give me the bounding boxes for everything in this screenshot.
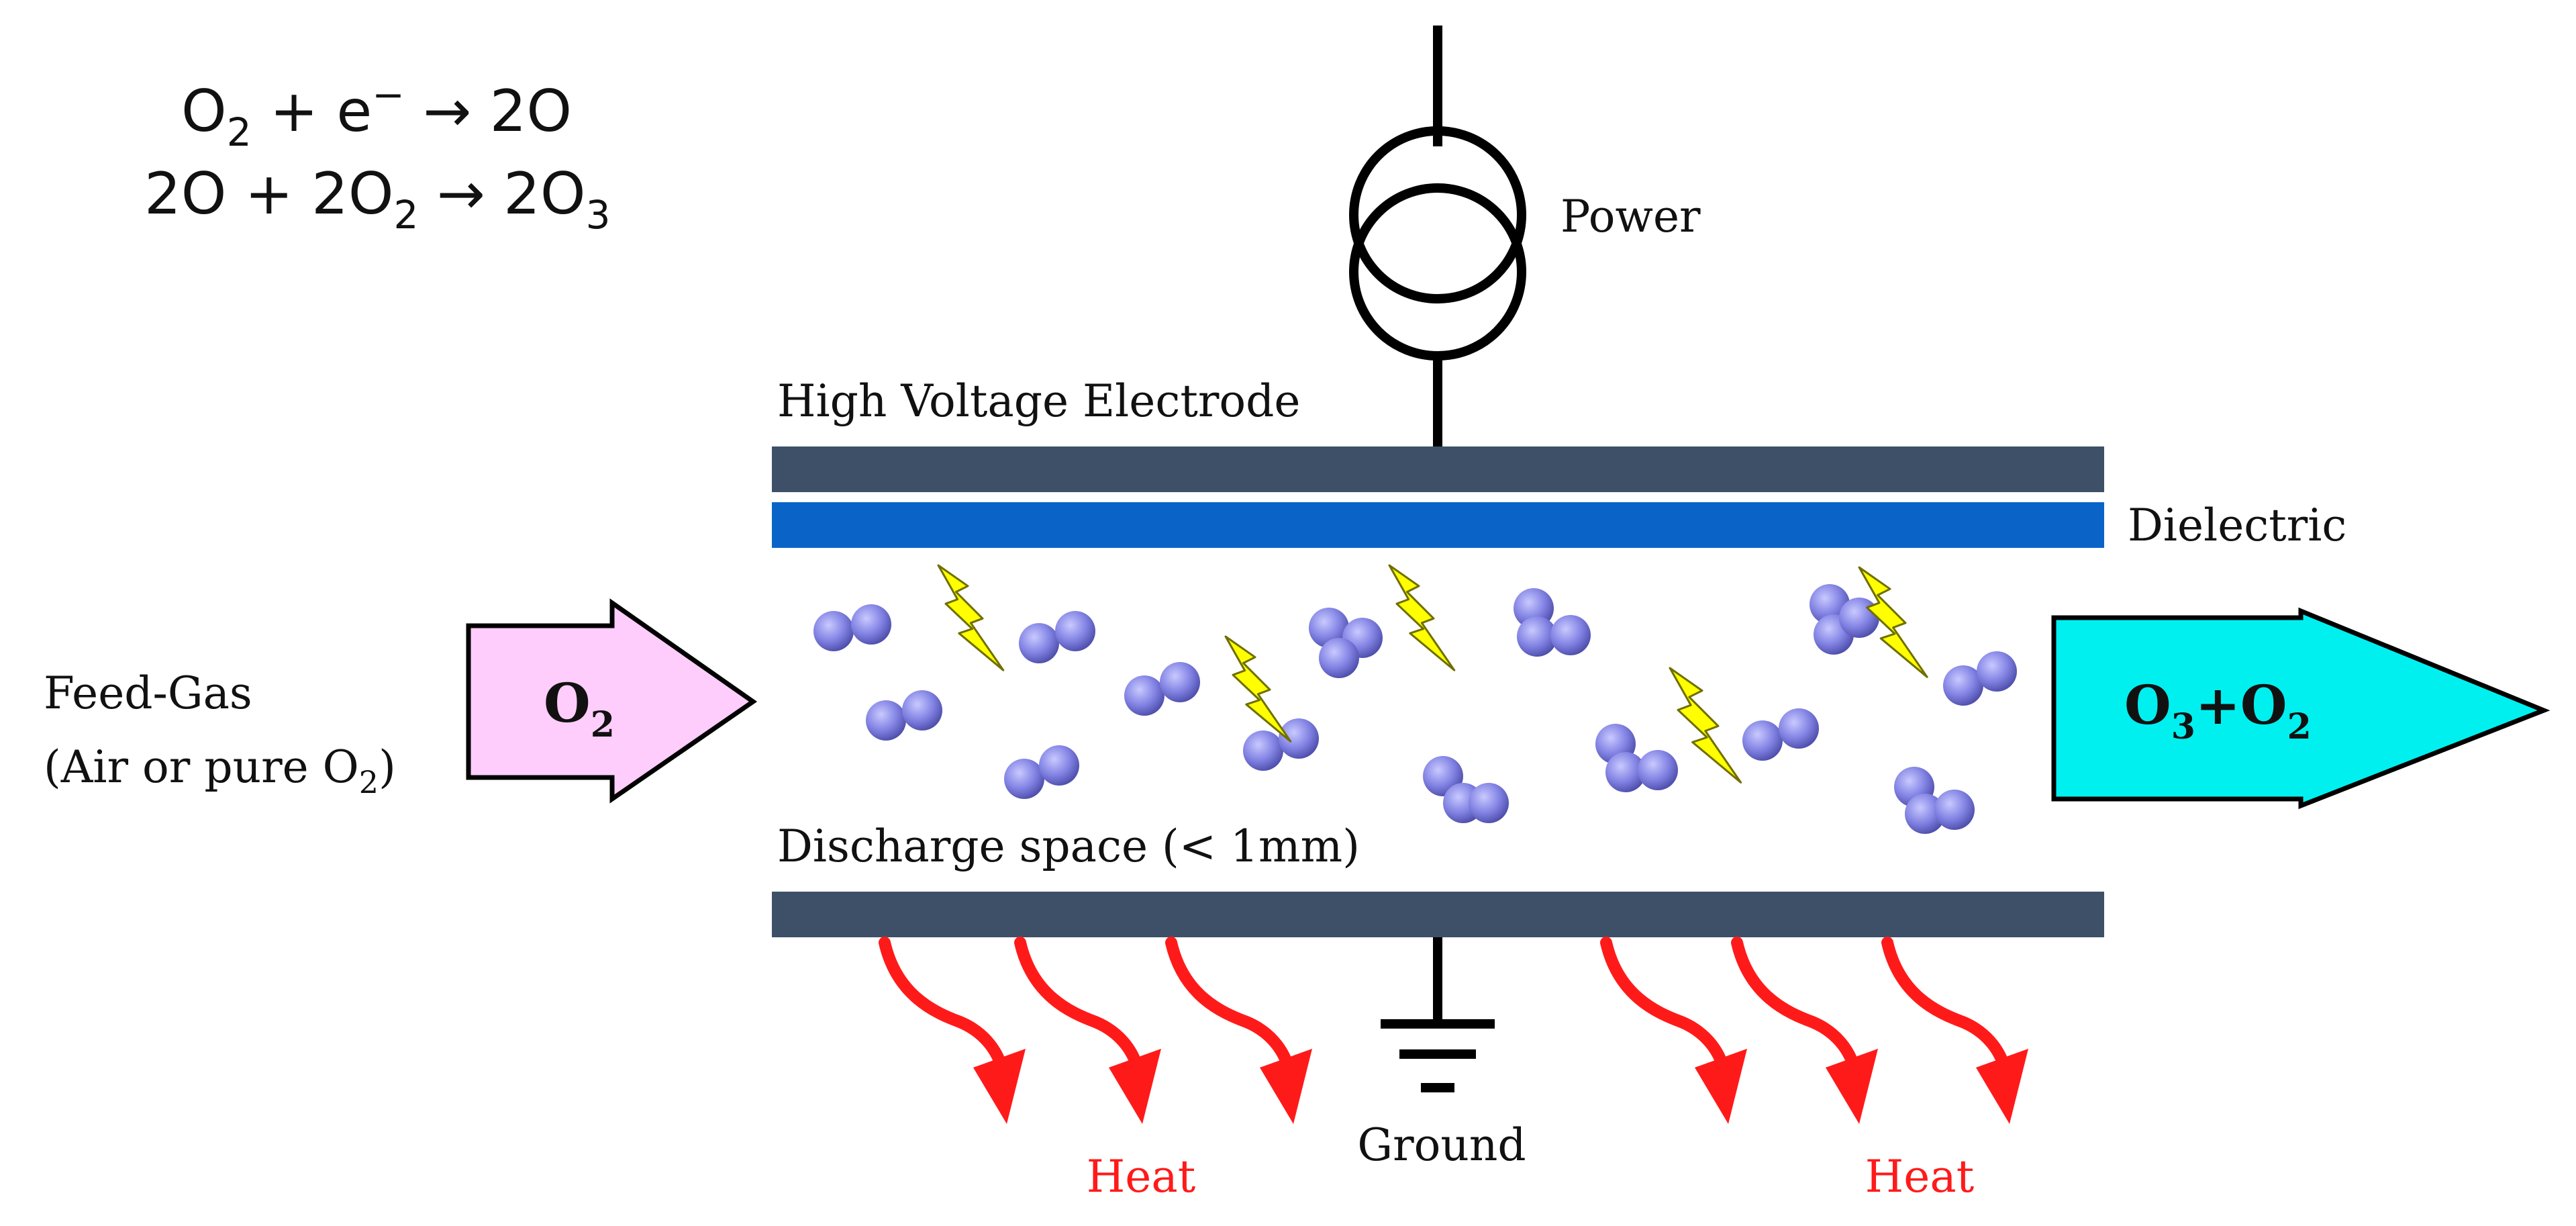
- heat-arrow-icon: [1014, 937, 1161, 1124]
- oxygen-molecule: [866, 690, 942, 741]
- discharge-space-label: Discharge space (< 1mm): [777, 820, 1360, 872]
- lightning-spark-icon: [1224, 635, 1292, 743]
- ozone-molecule: [1595, 724, 1678, 792]
- oxygen-molecule: [1943, 651, 2017, 706]
- heat-arrow-icon: [1600, 937, 1747, 1124]
- ozone-molecule: [1514, 588, 1591, 657]
- transformer-coil-upper: [1349, 126, 1526, 303]
- ozone-molecule: [1810, 584, 1879, 655]
- high-voltage-electrode: [772, 446, 2104, 492]
- oxygen-molecule: [1124, 662, 1200, 716]
- oxygen-molecule: [1742, 708, 1819, 761]
- lightning-spark-icon: [937, 564, 1005, 671]
- heat-label-right: Heat: [1865, 1151, 1975, 1203]
- ground-electrode: [772, 892, 2104, 937]
- inlet-arrow: [466, 598, 758, 804]
- heat-label-left: Heat: [1087, 1151, 1196, 1203]
- oxygen-molecule: [1004, 745, 1079, 799]
- ground-label: Ground: [1357, 1119, 1526, 1171]
- heat-arrow-icon: [879, 937, 1026, 1124]
- ozone-molecule: [1423, 756, 1509, 823]
- heat-arrow-icon: [1165, 937, 1312, 1124]
- high-voltage-electrode-label: High Voltage Electrode: [777, 375, 1300, 427]
- heat-arrow-icon: [1881, 937, 2028, 1124]
- lightning-spark-icon: [1669, 667, 1742, 784]
- feed-gas-composition-label: (Air or pure O2): [44, 741, 396, 800]
- sparks-layer: [937, 564, 1928, 784]
- dielectric-label: Dielectric: [2128, 500, 2346, 551]
- ozone-molecule: [1309, 608, 1383, 678]
- equation-line-1: O2 + e− → 2O: [181, 72, 572, 155]
- outlet-arrow-label: O3+O2: [2124, 673, 2312, 747]
- dielectric-layer: [772, 502, 2104, 548]
- oxygen-molecule: [1243, 718, 1319, 771]
- molecules-layer: [813, 584, 2017, 834]
- outlet-arrow: [2051, 607, 2550, 810]
- equation-line-2: 2O + 2O2 → 2O3: [144, 160, 611, 238]
- lightning-spark-icon: [1388, 564, 1456, 671]
- feed-gas-label: Feed-Gas: [44, 667, 252, 719]
- inlet-arrow-label: O2: [544, 671, 615, 745]
- ground-symbol-icon: [1381, 1019, 1495, 1092]
- power-label: Power: [1561, 191, 1701, 242]
- heat-arrow-icon: [1731, 937, 1878, 1124]
- ozone-molecule: [1894, 767, 1975, 834]
- lightning-spark-icon: [1858, 566, 1928, 678]
- oxygen-molecule: [1019, 611, 1095, 663]
- heat-arrows-layer: [879, 937, 2028, 1124]
- oxygen-molecule: [813, 604, 891, 651]
